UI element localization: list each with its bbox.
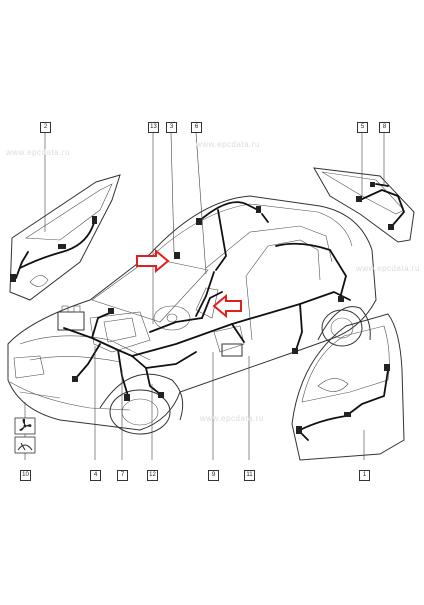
arrow-upper [136,248,170,274]
callout-12: 12 [147,470,158,481]
front-door-right [291,313,405,461]
callout-4: 4 [90,470,101,481]
callout-8: 8 [379,122,390,133]
callout-1: 1 [359,470,370,481]
rear-hatch [313,167,415,243]
watermark-text: www.epcdata.ru [196,140,260,149]
callout-2: 2 [40,122,51,133]
callout-5: 5 [357,122,368,133]
front-door-left [9,174,121,301]
watermark-text: www.epcdata.ru [356,264,420,273]
callout-10: 10 [20,470,31,481]
leader-lines [24,132,385,460]
fan-icon [14,417,36,435]
callout-11: 11 [244,470,255,481]
callout-13: 13 [148,122,159,133]
wiper-icon [14,436,36,454]
watermark-text: www.epcdata.ru [6,148,70,157]
arrow-lower [212,293,242,319]
watermark-text: www.epcdata.ru [200,414,264,423]
callout-6: 6 [191,122,202,133]
callout-7: 7 [117,470,128,481]
callout-9: 9 [208,470,219,481]
callout-3: 3 [166,122,177,133]
